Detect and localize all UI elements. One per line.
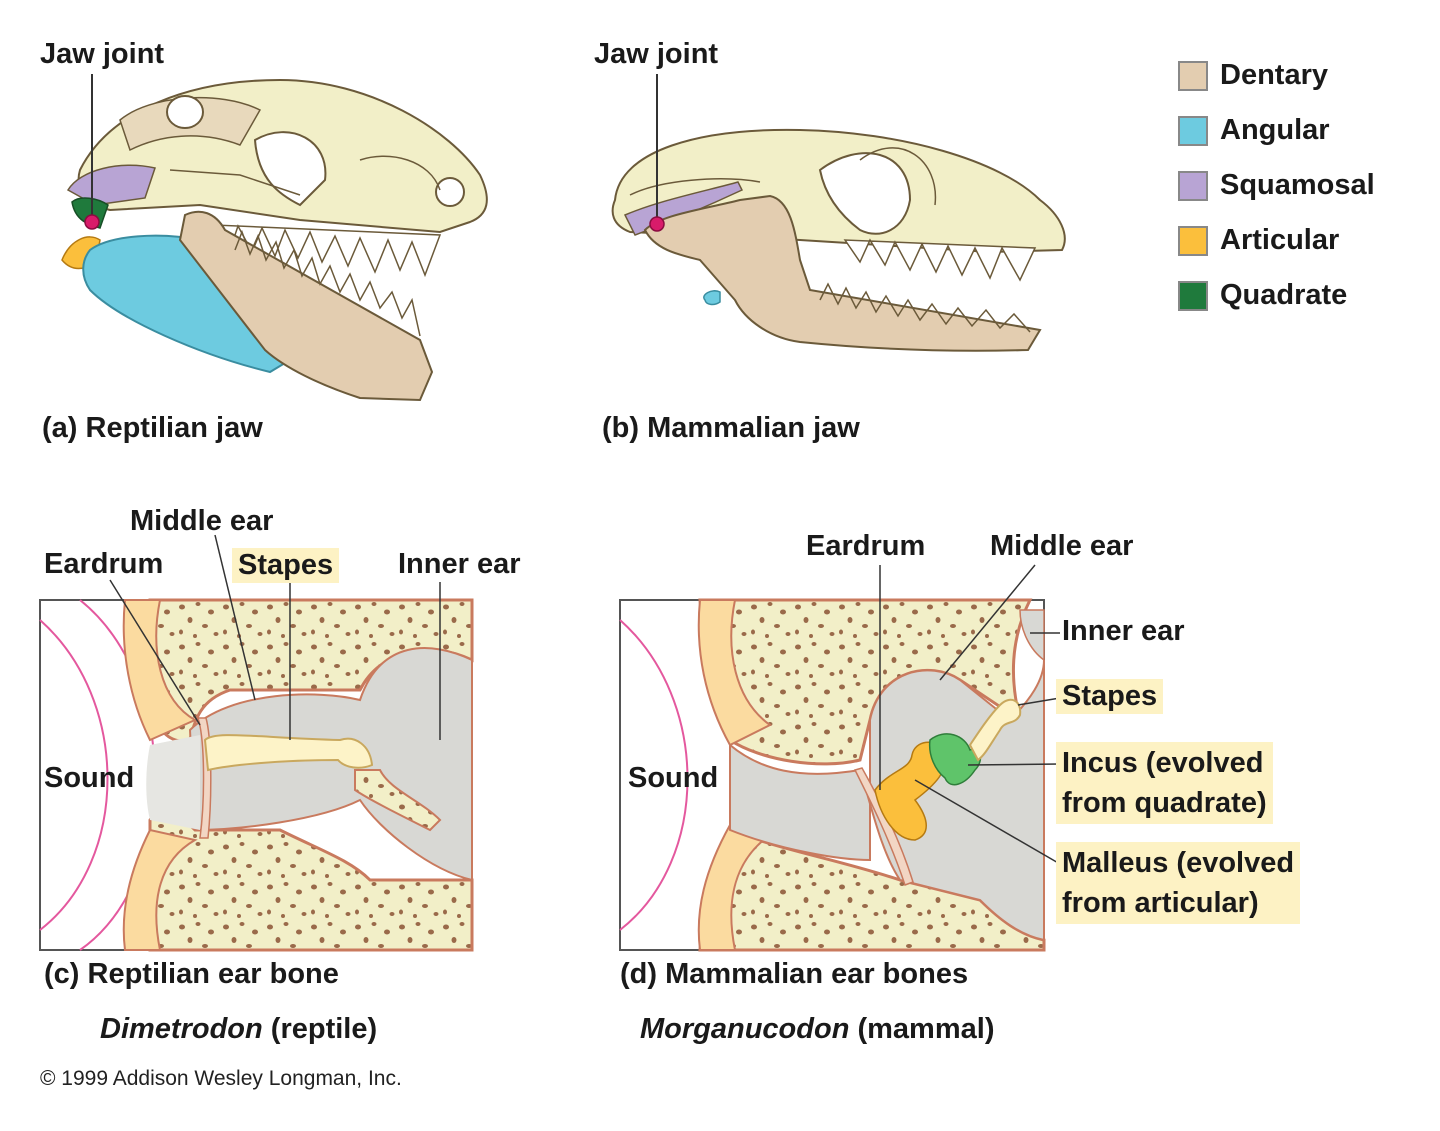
legend-swatch xyxy=(1178,170,1208,201)
stapes-label-c: Stapes xyxy=(232,548,340,584)
jaw-joint-label-a: Jaw joint xyxy=(40,38,165,70)
eardrum-label-c: Eardrum xyxy=(44,548,164,580)
legend-swatch xyxy=(1178,115,1208,146)
mammalian-skull xyxy=(611,74,1066,352)
species-note-d: (mammal) xyxy=(857,1013,995,1045)
legend-label: Angular xyxy=(1220,114,1330,146)
copyright-text: © 1999 Addison Wesley Longman, Inc. xyxy=(40,1067,402,1090)
legend-label: Squamosal xyxy=(1220,169,1375,201)
stapes-label-d: Stapes xyxy=(1056,679,1164,715)
species-name-d: Morganucodon xyxy=(640,1013,850,1045)
sound-label-d: Sound xyxy=(628,762,719,794)
inner-ear-label-d: Inner ear xyxy=(1062,615,1185,647)
mammalian-ear-diagram xyxy=(619,564,1061,952)
legend-item-angular: Angular xyxy=(1178,103,1375,158)
eardrum-label-d: Eardrum xyxy=(806,530,926,562)
inner-ear-label-c: Inner ear xyxy=(398,548,521,580)
legend-label: Articular xyxy=(1220,224,1340,256)
malleus-line-1: Malleus (evolved xyxy=(1062,847,1295,879)
legend-item-dentary: Dentary xyxy=(1178,48,1375,103)
legend-item-articular: Articular xyxy=(1178,213,1375,268)
caption-c: (c) Reptilian ear bone xyxy=(44,958,339,990)
legend-swatch xyxy=(1178,280,1208,311)
legend-item-squamosal: Squamosal xyxy=(1178,158,1375,213)
species-c: Dimetrodon (reptile) xyxy=(100,1013,377,1046)
middle-ear-label-c: Middle ear xyxy=(130,505,274,537)
incus-label-d: Incus (evolved from quadrate) xyxy=(1056,742,1273,824)
legend-label: Quadrate xyxy=(1220,279,1348,311)
species-name-c: Dimetrodon xyxy=(100,1013,263,1045)
malleus-line-2: from articular) xyxy=(1062,887,1259,919)
incus-line-2: from quadrate) xyxy=(1062,787,1267,819)
reptilian-ear-diagram xyxy=(39,534,474,952)
sound-label-c: Sound xyxy=(44,762,135,794)
jaw-joint-label-b: Jaw joint xyxy=(594,38,719,70)
legend-swatch xyxy=(1178,60,1208,91)
malleus-label-d: Malleus (evolved from articular) xyxy=(1056,842,1301,924)
legend-swatch xyxy=(1178,225,1208,256)
legend-label: Dentary xyxy=(1220,59,1328,91)
caption-d: (d) Mammalian ear bones xyxy=(620,958,969,990)
species-d: Morganucodon (mammal) xyxy=(640,1013,994,1046)
legend-item-quadrate: Quadrate xyxy=(1178,268,1375,323)
species-note-c: (reptile) xyxy=(270,1013,378,1045)
reptilian-skull xyxy=(61,74,488,402)
caption-a: (a) Reptilian jaw xyxy=(42,412,263,444)
caption-b: (b) Mammalian jaw xyxy=(602,412,860,444)
middle-ear-label-d: Middle ear xyxy=(990,530,1134,562)
incus-line-1: Incus (evolved xyxy=(1062,747,1264,779)
